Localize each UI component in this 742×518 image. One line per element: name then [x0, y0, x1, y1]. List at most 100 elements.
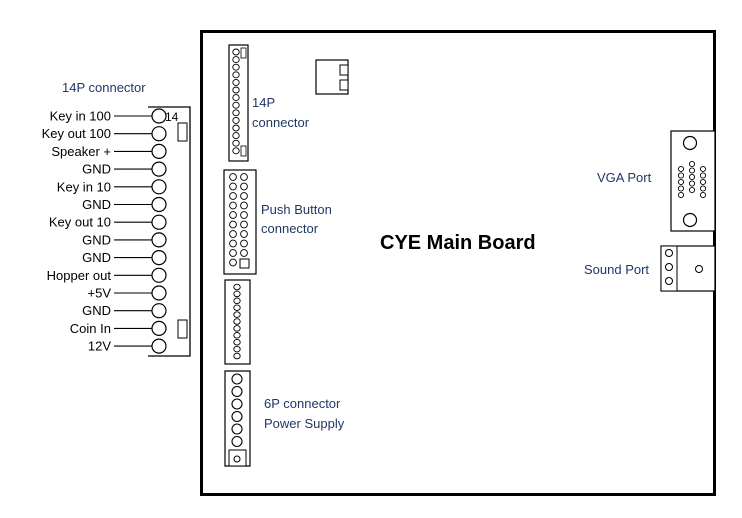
vga-port-label: VGA Port [597, 170, 652, 185]
power-label-line2: Power Supply [264, 416, 345, 431]
left-connector-key-top [177, 122, 188, 142]
pin-circle [151, 285, 167, 301]
push-button-pin [240, 173, 248, 181]
pin-label: Key out 10 [49, 215, 111, 230]
vga-pin [699, 172, 707, 179]
pin-circle [151, 108, 167, 124]
board-14p-pin [232, 124, 240, 132]
power-pin [231, 373, 243, 385]
vga-pin [699, 191, 707, 199]
push-button-pin [229, 220, 237, 229]
board-14p-pin [232, 86, 240, 94]
pin-circle [151, 161, 167, 177]
power-label-line1: 6P connector [264, 396, 341, 411]
left-connector-heading: 14P connector [62, 80, 146, 95]
middle-connector-pin [233, 338, 241, 346]
push-button-pin [240, 220, 248, 229]
pin-label: Speaker + [51, 144, 111, 159]
power-pin [231, 398, 243, 410]
sound-port-label: Sound Port [584, 262, 649, 277]
push-button-pin [240, 249, 248, 257]
middle-connector-pin [233, 304, 241, 311]
vga-pin [677, 185, 685, 192]
push-button-label-line2: connector [261, 221, 319, 236]
board-14p-pin [232, 78, 240, 86]
board-14p-label-line2: connector [252, 115, 310, 130]
push-button-pin [229, 201, 237, 210]
pin-circle [151, 196, 167, 213]
board-14p-pin [232, 147, 240, 155]
board-14p-pin [232, 116, 240, 124]
push-button-pin [229, 249, 237, 257]
vga-pin [699, 178, 707, 186]
vga-pin [688, 173, 696, 181]
pin-circle [151, 338, 167, 354]
power-pin [231, 385, 243, 398]
pin-label: Coin In [70, 321, 111, 336]
sound-port [660, 245, 716, 292]
pin-circle [151, 267, 167, 283]
middle-connector-pin [233, 290, 241, 298]
small-2pin-connector [315, 59, 349, 95]
middle-connector-pin [233, 352, 241, 360]
pin-label: Key in 100 [50, 109, 111, 124]
push-button-label-line1: Push Button [261, 202, 332, 217]
vga-port [670, 130, 716, 232]
push-button-pin [240, 239, 248, 248]
push-button-connector [223, 169, 257, 275]
board-14p-pin [232, 63, 240, 71]
vga-pin [688, 186, 696, 194]
board-title: CYE Main Board [380, 232, 536, 254]
middle-connector-pin [233, 325, 241, 332]
vga-pin [699, 165, 707, 173]
pin-label: GND [82, 250, 111, 265]
board-14p-label-line1: 14P [252, 95, 275, 110]
pin-label: Hopper out [47, 268, 112, 283]
pin-circle [151, 214, 167, 230]
board-14p-pin [232, 132, 240, 140]
pin-label: GND [82, 162, 111, 177]
push-button-pin [229, 182, 237, 191]
middle-connector-pin [233, 318, 241, 325]
middle-connector-pin [233, 297, 241, 305]
pin-label: Key in 10 [57, 179, 111, 194]
pin-label: +5V [88, 286, 112, 301]
power-pin [231, 435, 243, 448]
push-button-pin [240, 192, 248, 200]
push-button-pin [240, 211, 248, 219]
board-14p-pin [232, 139, 240, 147]
pin-circle [151, 232, 167, 248]
vga-pin [677, 172, 685, 179]
middle-connector-pin [233, 345, 241, 353]
vga-pin [677, 191, 685, 199]
push-button-pin [229, 211, 237, 219]
left-connector-outline [148, 106, 191, 357]
push-button-pin [240, 230, 248, 238]
pin-14-number: 14 [165, 110, 179, 124]
power-6p-connector [224, 370, 251, 467]
pin-label: 12V [88, 339, 111, 354]
pin-label: GND [82, 232, 111, 247]
board-14p-pin [232, 48, 240, 56]
board-14p-connector [228, 44, 249, 162]
board-14p-pin [232, 71, 240, 79]
vga-pin [688, 167, 696, 174]
push-button-pin [229, 258, 237, 267]
middle-pin-connector [224, 279, 251, 365]
pin-label: GND [82, 197, 111, 212]
push-button-pin [240, 182, 248, 191]
push-button-pin [240, 201, 248, 210]
pin-circle [151, 320, 167, 336]
middle-connector-pin [233, 311, 241, 318]
left-connector-key-bottom [177, 319, 188, 339]
push-button-pin [229, 173, 237, 181]
board-14p-pin [232, 109, 240, 117]
push-button-pin [229, 230, 237, 238]
pin-circle [151, 303, 167, 319]
pin-label: GND [82, 303, 111, 318]
vga-pin [688, 180, 696, 187]
pin-circle [151, 143, 167, 159]
pin-circle [151, 179, 167, 195]
